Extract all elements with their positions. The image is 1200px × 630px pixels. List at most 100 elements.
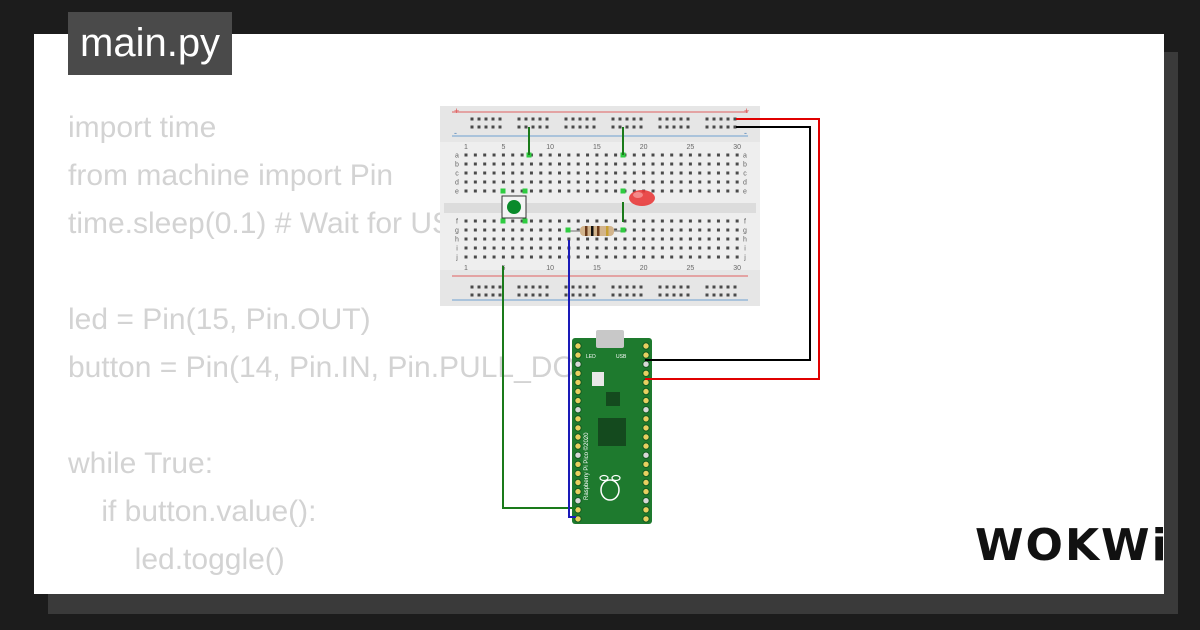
breadboard-hole [571, 285, 575, 289]
breadboard-hole [611, 293, 615, 297]
breadboard-hole [511, 162, 515, 166]
breadboard-label: 20 [640, 265, 648, 272]
breadboard-hole [611, 117, 615, 121]
breadboard-hole [567, 180, 571, 184]
breadboard-hole [585, 117, 589, 121]
breadboard-hole [660, 189, 664, 193]
breadboard-hole [529, 180, 533, 184]
breadboard-hole [651, 171, 655, 175]
breadboard-hole [712, 285, 716, 289]
breadboard-label: h [743, 237, 747, 244]
pico-pin [642, 406, 650, 414]
breadboard-label: 15 [593, 144, 601, 151]
breadboard-hole [688, 219, 692, 223]
breadboard-hole [483, 237, 487, 241]
breadboard-label: 25 [687, 265, 695, 272]
breadboard-hole [642, 237, 646, 241]
breadboard-hole [614, 228, 618, 232]
breadboard-hole [651, 246, 655, 250]
pico-pin [642, 387, 650, 396]
breadboard-label: 10 [546, 144, 554, 151]
breadboard-hole [548, 255, 552, 259]
pico-pin [574, 387, 582, 396]
breadboard-hole [735, 237, 739, 241]
breadboard-hole [558, 255, 561, 259]
breadboard-hole [688, 246, 692, 250]
breadboard-hole [464, 228, 468, 232]
breadboard-hole [604, 237, 608, 241]
breadboard-hole [548, 189, 552, 193]
breadboard-hole [498, 285, 502, 289]
breadboard-hole [726, 162, 730, 166]
breadboard-hole [558, 219, 561, 223]
breadboard-hole [483, 255, 487, 259]
rail-plus-label-right: + [744, 106, 749, 116]
breadboard-hole [686, 117, 690, 121]
breadboard-hole [707, 189, 711, 193]
pico-pin [574, 497, 582, 505]
breadboard-label: d [455, 180, 459, 187]
breadboard-hole [733, 293, 737, 297]
breadboard-hole [642, 219, 646, 223]
breadboard-hole [660, 255, 664, 259]
breadboard-hole [529, 171, 533, 175]
breadboard-hole [679, 255, 683, 259]
breadboard-hole [625, 125, 629, 129]
breadboard-hole [614, 255, 618, 259]
breadboard-hole [524, 117, 528, 121]
breadboard-hole [492, 162, 496, 166]
breadboard-hole [658, 285, 662, 289]
breadboard-hole [604, 171, 608, 175]
breadboard-hole [586, 189, 590, 193]
breadboard-hole [688, 180, 692, 184]
breadboard-hole [578, 117, 582, 121]
breadboard-hole [665, 293, 669, 297]
breadboard-hole [698, 228, 702, 232]
breadboard-hole [539, 228, 543, 232]
pushbutton[interactable] [501, 195, 527, 219]
breadboard-label: f [744, 219, 746, 226]
breadboard-hole [707, 219, 711, 223]
file-tab[interactable]: main.py [68, 12, 233, 75]
breadboard-hole [586, 237, 590, 241]
breadboard-hole [625, 117, 629, 121]
pushbutton-cap[interactable] [507, 200, 521, 214]
breadboard-hole [660, 180, 664, 184]
pico-pin [642, 497, 650, 505]
breadboard-hole [698, 162, 702, 166]
rail-minus-label: - [454, 128, 457, 138]
breadboard-hole [464, 219, 468, 223]
breadboard-hole [618, 293, 622, 297]
connection-pad [522, 218, 528, 224]
breadboard-hole [498, 293, 502, 297]
breadboard-hole [501, 171, 505, 175]
breadboard-label: b [455, 162, 459, 169]
breadboard-hole [473, 180, 477, 184]
breadboard-hole [623, 180, 627, 184]
breadboard-hole [483, 171, 487, 175]
breadboard-hole [726, 117, 730, 121]
breadboard-hole [595, 246, 599, 250]
breadboard-hole [524, 285, 528, 289]
breadboard-hole [558, 237, 561, 241]
led-red [629, 190, 655, 206]
breadboard-hole [726, 246, 730, 250]
code-line: from machine import Pin [68, 159, 394, 192]
breadboard-hole [501, 237, 505, 241]
breadboard-hole [719, 293, 723, 297]
breadboard-hole [642, 153, 646, 157]
breadboard-hole [576, 189, 580, 193]
breadboard-hole [726, 189, 730, 193]
breadboard-label: h [455, 237, 459, 244]
pico-pin [574, 424, 582, 432]
breadboard-hole [491, 293, 495, 297]
breadboard-hole [712, 117, 716, 121]
pico-pin [642, 506, 650, 514]
breadboard-label: 30 [733, 144, 741, 151]
breadboard-hole [688, 237, 692, 241]
breadboard-hole [679, 171, 683, 175]
breadboard-hole [726, 180, 730, 184]
breadboard-hole [639, 117, 643, 121]
breadboard-hole [665, 285, 669, 289]
breadboard-hole [651, 228, 655, 232]
